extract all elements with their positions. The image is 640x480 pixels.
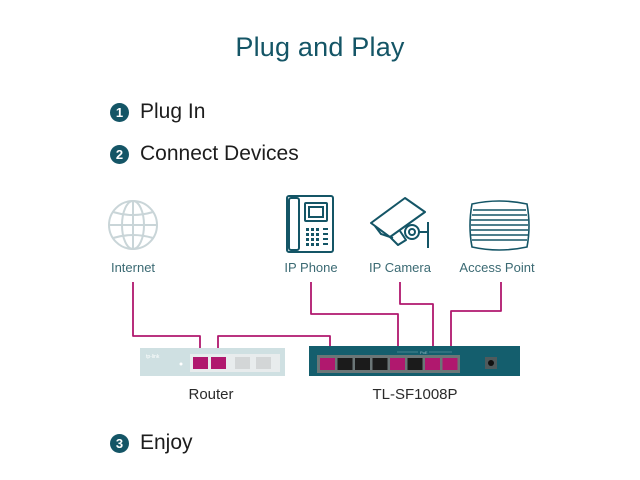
step-label: Enjoy bbox=[140, 431, 193, 454]
switch-port-3 bbox=[355, 358, 370, 370]
switch-label: TL-SF1008P bbox=[372, 386, 458, 403]
device-label-ip-phone: IP Phone bbox=[284, 260, 338, 275]
power-jack bbox=[488, 360, 494, 366]
page-title: Plug and Play bbox=[235, 32, 405, 62]
step-number-badge: 1 bbox=[110, 102, 129, 122]
step-number-badge: 3 bbox=[110, 433, 129, 453]
router-port-3 bbox=[235, 357, 250, 369]
device-label-internet: Internet bbox=[110, 260, 156, 275]
switch-port-8 bbox=[442, 358, 458, 370]
phone-icon bbox=[286, 195, 334, 253]
device-label-ip-camera: IP Camera bbox=[369, 260, 431, 275]
router-brand-logo: tp-link bbox=[146, 354, 160, 360]
router-port-4 bbox=[256, 357, 271, 369]
switch-port-1 bbox=[320, 358, 335, 370]
cable-phone-switch bbox=[310, 282, 399, 358]
switch-device: PoE bbox=[309, 346, 520, 376]
switch-port-6 bbox=[407, 358, 423, 370]
switch-port-2 bbox=[337, 358, 353, 370]
router-device: tp-link bbox=[140, 348, 285, 376]
camera-icon bbox=[370, 197, 429, 248]
globe-icon bbox=[108, 200, 158, 250]
switch-port-4 bbox=[372, 358, 388, 370]
step-label: Connect Devices bbox=[140, 142, 299, 165]
cable-internet-router bbox=[132, 282, 201, 358]
poe-label: PoE bbox=[420, 350, 428, 355]
router-label: Router bbox=[188, 386, 234, 403]
switch-port-7 bbox=[425, 358, 440, 370]
router-port-2 bbox=[211, 357, 226, 369]
step-enjoy: 3 Enjoy bbox=[110, 431, 193, 455]
step-plug-in: 1 Plug In bbox=[110, 100, 205, 124]
step-connect-devices: 2 Connect Devices bbox=[110, 142, 299, 166]
switch-port-5 bbox=[390, 358, 405, 370]
device-label-access-point: Access Point bbox=[459, 260, 535, 275]
step-label: Plug In bbox=[140, 100, 206, 123]
access-point-icon bbox=[469, 200, 530, 251]
step-number-badge: 2 bbox=[110, 144, 129, 164]
cable-camera-switch bbox=[399, 282, 434, 358]
cable-ap-switch bbox=[450, 282, 502, 358]
router-port-1 bbox=[193, 357, 208, 369]
